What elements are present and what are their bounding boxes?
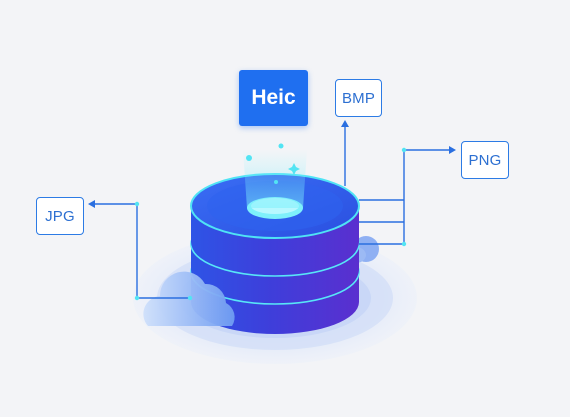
light-beam [243,150,307,208]
sparkles [246,143,300,184]
arrowheads [88,120,456,208]
junction-dots [134,147,407,301]
jpg-format-label: JPG [36,197,84,235]
heic-source-badge: Heic [239,70,308,126]
bmp-format-label: BMP [335,79,382,117]
png-format-label: PNG [461,141,509,179]
connector-lines [92,124,452,299]
